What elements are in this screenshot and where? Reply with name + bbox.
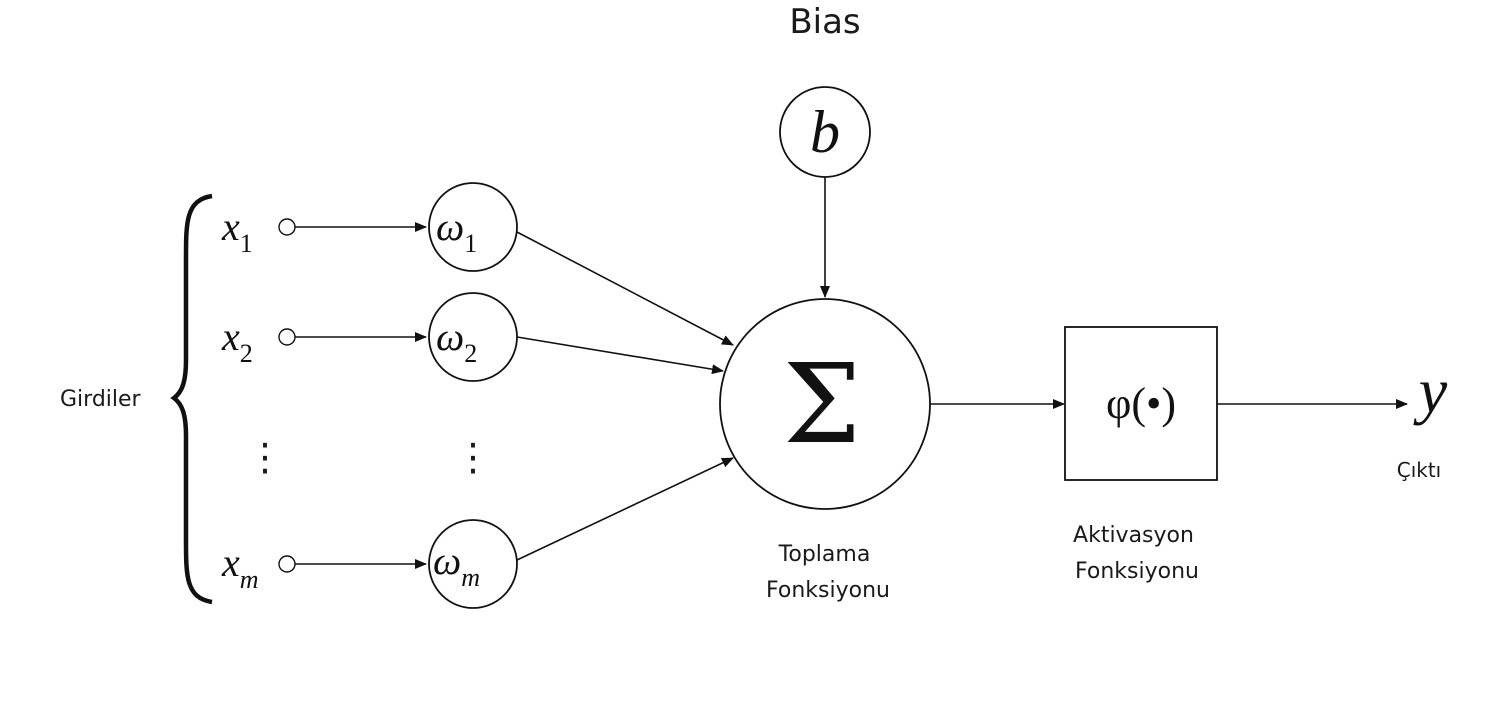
- weight-to-sum-arrow-m: [516, 457, 734, 561]
- bias-symbol: b: [810, 99, 840, 165]
- activation-symbol: φ(•): [1106, 379, 1176, 428]
- weight-w2: ω2: [436, 314, 477, 368]
- input-xm: xm: [221, 540, 259, 594]
- summation-node: Σ: [719, 298, 931, 510]
- weight-to-sum-arrow-1: [516, 231, 734, 346]
- input-x1: x1: [221, 204, 253, 258]
- activation-label: Aktivasyon Fonksiyonu: [1073, 523, 1201, 584]
- input-node-1: [278, 218, 296, 236]
- sum-symbol: Σ: [783, 340, 861, 468]
- input-node-2: [278, 328, 296, 346]
- weight-ellipsis: ⋮: [454, 435, 492, 479]
- weight-node-1: [428, 182, 518, 272]
- activation-node: φ(•): [1064, 326, 1218, 481]
- output-symbol: y: [1413, 355, 1448, 426]
- weight-to-sum-arrow-2: [516, 336, 724, 375]
- inputs-brace: [170, 193, 213, 605]
- input-ellipsis: ⋮: [246, 435, 284, 479]
- input-row-m: xm ωm: [221, 519, 518, 609]
- bias-label: Bias: [789, 2, 860, 42]
- input-row-1: x1 ω1: [221, 182, 518, 272]
- input-row-2: x2 ω2: [221, 292, 518, 382]
- input-x2: x2: [221, 314, 253, 368]
- weight-wm: ωm: [433, 538, 480, 592]
- input-node-m: [278, 555, 296, 573]
- inputs-label: Girdiler: [60, 387, 142, 412]
- weight-node-m: [428, 519, 518, 609]
- bias-node: b: [779, 86, 871, 178]
- summation-label: Toplama Fonksiyonu: [766, 542, 890, 603]
- output-label: Çıktı: [1397, 458, 1442, 482]
- weight-w1: ω1: [436, 204, 477, 258]
